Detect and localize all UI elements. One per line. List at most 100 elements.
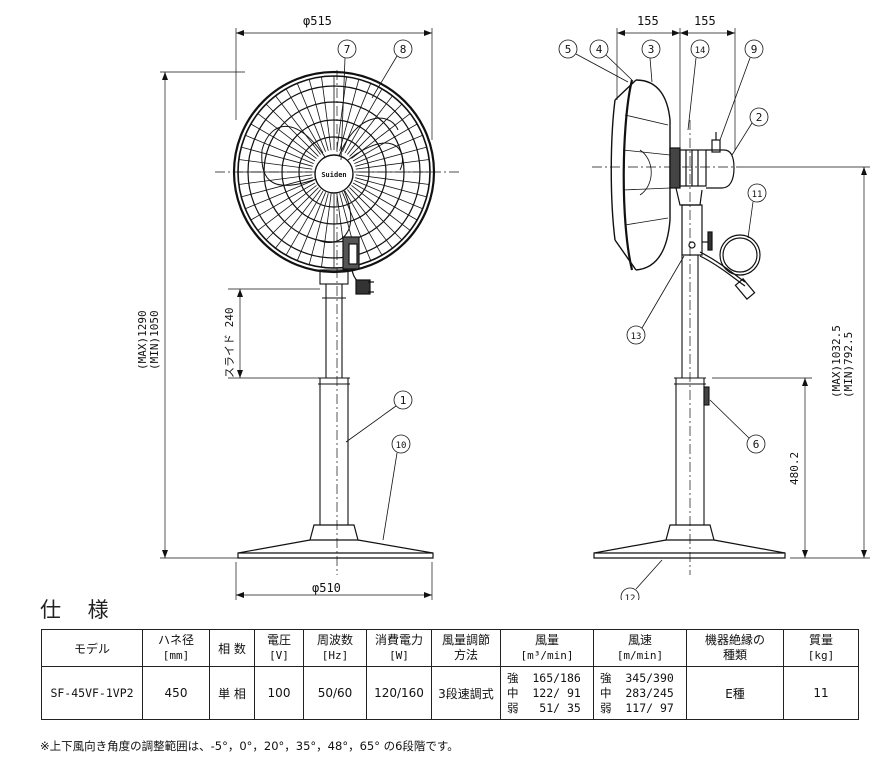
guard-spoke <box>321 193 332 268</box>
guard-spoke <box>238 174 313 185</box>
axis-height-min: (MIN)792.5 <box>842 332 855 398</box>
th-control: 風量調節方法 <box>431 629 501 667</box>
side-base <box>593 524 786 559</box>
guard-spoke <box>342 192 372 261</box>
callout-3-text: 3 <box>648 43 655 56</box>
guard-spoke <box>296 192 326 261</box>
slide-label: スライド 240 <box>223 308 236 379</box>
th-blade: ハネ径[mm] <box>142 629 210 667</box>
guard-spoke <box>308 193 329 265</box>
callout-6-text: 6 <box>753 438 760 451</box>
callout-10-text: 10 <box>396 441 407 451</box>
th-phase: 相 数 <box>209 629 255 667</box>
base-diameter-label: φ510 <box>312 581 341 595</box>
callout-11 <box>747 183 767 203</box>
th-insulation: 機器絶縁の種類 <box>686 629 784 667</box>
height-max-label: (MAX)1290 <box>136 310 149 370</box>
callout-1-text: 1 <box>400 394 407 407</box>
guard-spoke <box>355 159 430 170</box>
guard-spoke <box>241 177 313 198</box>
guard-spoke <box>308 79 329 151</box>
guard-spoke <box>238 159 313 170</box>
guard-spoke <box>296 83 326 152</box>
callout-11-text: 11 <box>752 190 763 200</box>
fan-technical-drawing: Suiden <box>136 14 870 600</box>
side-width-2: 155 <box>694 14 716 28</box>
guard-spoke <box>354 180 423 210</box>
spec-data-row: SF-45VF-1VP2 450 単 相 100 50/60 120/160 3… <box>41 666 859 720</box>
callout-13 <box>626 325 646 345</box>
base <box>237 524 434 559</box>
callout-9-text: 9 <box>751 43 758 56</box>
td-voltage: 100 <box>254 666 304 720</box>
callout-5 <box>558 39 578 59</box>
callout-12 <box>620 587 640 600</box>
th-freq: 周波数[Hz] <box>303 629 367 667</box>
callout-3 <box>641 39 661 59</box>
guard-spoke <box>352 123 418 162</box>
guard-spoke <box>352 182 418 221</box>
guard-spoke <box>355 174 430 185</box>
guard-spoke <box>265 187 319 241</box>
callout-14-text: 14 <box>695 46 706 56</box>
guard-spoke <box>354 134 423 164</box>
side-motor <box>669 132 735 189</box>
guard-spoke <box>250 123 316 162</box>
callout-7-text: 7 <box>344 43 351 56</box>
knob-height: 480.2 <box>788 452 801 485</box>
guard-spoke <box>347 95 393 155</box>
guard-spoke <box>349 187 403 241</box>
axis-height-max: (MAX)1032.5 <box>830 325 843 398</box>
side-width-1: 155 <box>637 14 659 28</box>
adjustment-note: ※上下風向き角度の調整範囲は、-5°，0°，20°，35°，48°，65° の6… <box>40 739 459 753</box>
td-blade: 450 <box>142 666 210 720</box>
callout-7 <box>337 39 357 59</box>
spec-header-row: モデル ハネ径[mm] 相 数 電圧[V] 周波数[Hz] 消費電力[W] 風量… <box>41 629 859 667</box>
guard-spoke <box>245 134 314 164</box>
side-pole <box>674 255 710 525</box>
callout-9 <box>744 39 764 59</box>
callout-6 <box>746 434 766 454</box>
callout-2-text: 2 <box>756 111 763 124</box>
td-speed: 強 345/390 中 283/245 弱 117/ 97 <box>593 666 687 720</box>
front-dimensions <box>160 28 433 600</box>
pole <box>318 269 350 525</box>
side-dimensions <box>616 28 870 559</box>
side-callouts <box>558 39 769 600</box>
guard-spoke <box>339 79 360 151</box>
guard-spoke <box>349 103 403 157</box>
td-freq: 50/60 <box>303 666 367 720</box>
control-box <box>342 236 374 295</box>
guard-spoke <box>265 103 319 157</box>
td-airflow: 強 165/186 中 122/ 91 弱 51/ 35 <box>500 666 594 720</box>
guard-spoke <box>250 182 316 221</box>
th-airflow: 風量[m³/min] <box>500 629 594 667</box>
side-bracket <box>675 187 761 300</box>
guard-spoke <box>321 76 332 151</box>
th-mass: 質量[kg] <box>783 629 859 667</box>
side-view <box>592 79 786 575</box>
callout-4-text: 4 <box>596 43 603 56</box>
callout-2 <box>749 107 769 127</box>
td-control: 3段速調式 <box>431 666 501 720</box>
guard-spoke <box>355 177 427 198</box>
callout-12-text: 12 <box>625 594 636 600</box>
td-model: SF-45VF-1VP2 <box>41 666 143 720</box>
guard-spoke <box>355 146 427 167</box>
side-guard <box>610 79 671 271</box>
th-voltage: 電圧[V] <box>254 629 304 667</box>
callout-14 <box>690 39 710 59</box>
td-insulation: E種 <box>686 666 784 720</box>
fan-diameter-label: φ515 <box>303 14 332 28</box>
guard-spoke <box>275 95 321 155</box>
guard-spoke <box>344 190 383 256</box>
callout-10 <box>391 434 411 454</box>
guard-spokes <box>238 76 430 268</box>
guard-spoke <box>241 146 313 167</box>
th-model: モデル <box>41 629 143 667</box>
th-power: 消費電力[W] <box>366 629 432 667</box>
hub-cap <box>314 154 354 194</box>
guard-spoke <box>285 88 324 154</box>
front-view: Suiden <box>215 70 460 575</box>
guard-spoke <box>336 76 347 151</box>
